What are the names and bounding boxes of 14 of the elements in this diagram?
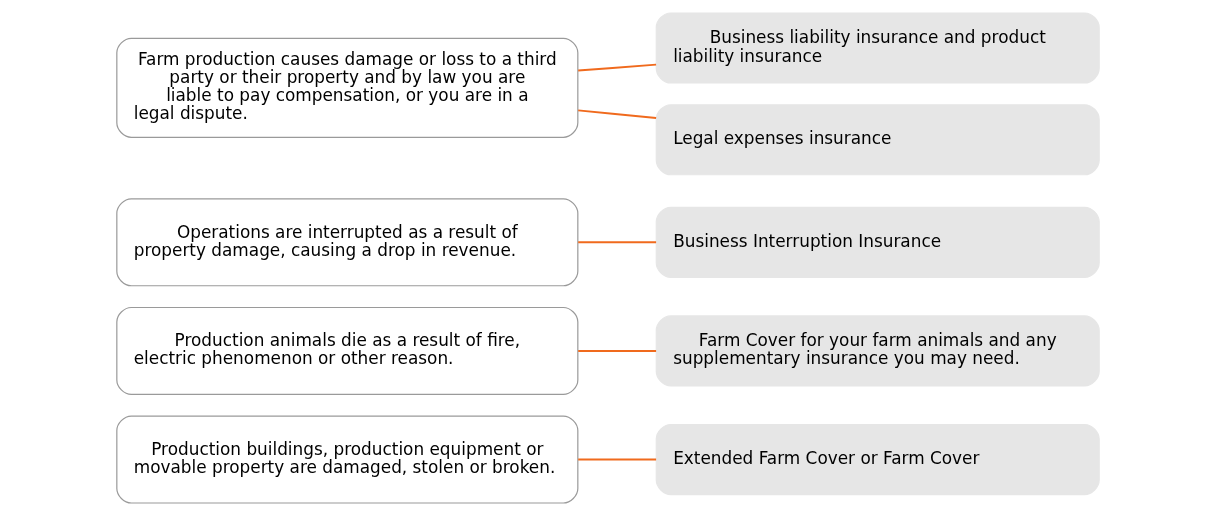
node-box: Farm production causes damage or loss to a third party or their property and by law you are liable to pay compensation, or you are in a legal dispute. [115, 37, 578, 138]
node-box: Business Interruption Insurance [655, 206, 1100, 278]
node-box: Business liability insurance and product liability insurance [655, 12, 1100, 84]
node-box: Production buildings, production equipment or movable property are damaged, stolen or broken. [115, 415, 578, 504]
connector [576, 63, 657, 72]
connector [576, 241, 657, 244]
connector [576, 458, 657, 461]
node-box: Extended Farm Cover or Farm Cover [655, 423, 1100, 496]
node-box: Legal expenses insurance [655, 104, 1100, 176]
connector [576, 109, 657, 120]
node-box: Operations are interrupted as a result of property damage, causing a drop in revenue. [115, 198, 578, 287]
connector [576, 349, 657, 352]
node-box: Production animals die as a result of fire, electric phenomenon or other reason. [115, 306, 578, 395]
node-box: Farm Cover for your farm animals and any supplementary insurance you may need. [655, 315, 1100, 387]
